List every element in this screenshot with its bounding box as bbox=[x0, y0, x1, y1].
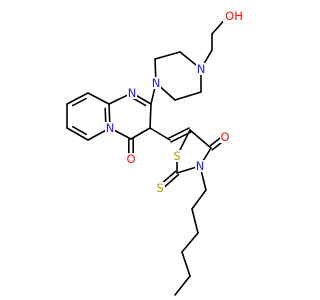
bond-c3-exo bbox=[149, 127, 171, 141]
atom-label-bg-s-ring bbox=[172, 150, 182, 162]
atom-label-bg-s-thione bbox=[155, 182, 165, 194]
bond-c4-c3 bbox=[130, 127, 151, 140]
bond-h1-h2 bbox=[191, 189, 207, 210]
atom-label-o-pyrimidinone: O bbox=[126, 152, 135, 166]
molecule-canvas: OH N N N N O S O N S bbox=[66, 9, 243, 296]
atom-label-layer: OH N N N N O S O N S bbox=[105, 9, 243, 195]
bond-h4-h5 bbox=[181, 251, 191, 277]
bond-a8-a9 bbox=[66, 92, 89, 105]
bond-c4t-c5 bbox=[189, 129, 212, 149]
bond-layer bbox=[66, 15, 229, 296]
atom-label-bg-n-thiazolidinone bbox=[195, 160, 205, 172]
atom-label-s-ring: S bbox=[173, 149, 180, 163]
atom-label-o-thiazolidinone: O bbox=[220, 130, 229, 144]
atom-label-n-piperazine-4: N bbox=[197, 62, 206, 76]
atom-label-bg-n-pyrimidine bbox=[127, 87, 137, 99]
atom-label-bg-n-piperazine-4 bbox=[196, 63, 206, 75]
molecule-structure: OH N N N N O S O N S bbox=[66, 9, 243, 296]
bond-h2-h3 bbox=[191, 208, 199, 234]
atom-label-bg-o-thiazolidinone bbox=[220, 131, 230, 143]
bond-a6-a7-inner bbox=[71, 125, 88, 136]
bond-pz1-pz2 bbox=[174, 91, 202, 101]
bond-h3-h4 bbox=[181, 232, 199, 253]
bond-c8a-nb-inner bbox=[104, 107, 107, 125]
atom-label-n-piperazine-1: N bbox=[152, 76, 161, 90]
bond-c2-npy-inner bbox=[132, 97, 147, 107]
atom-label-s-thione: S bbox=[156, 181, 163, 195]
atom-label-n-thiazolidinone: N bbox=[196, 159, 205, 173]
atom-label-bg-n-piperazine-1 bbox=[151, 77, 161, 89]
atom-label-o-hydroxyl: OH bbox=[225, 9, 243, 23]
bond-pz3-pz4 bbox=[154, 51, 181, 60]
bond-h5-h6 bbox=[174, 275, 191, 296]
atom-label-n-bridgehead: N bbox=[106, 121, 115, 135]
atom-label-bg-o-hydroxyl bbox=[223, 10, 241, 22]
bond-a9-c8a bbox=[87, 92, 110, 105]
atom-label-n-pyrimidine: N bbox=[128, 86, 137, 100]
bond-a6-a7 bbox=[66, 127, 89, 141]
bond-exo-c5-b bbox=[168, 127, 190, 139]
atom-label-bg-o-pyrimidinone bbox=[126, 153, 136, 165]
atom-label-bg-n-bridgehead bbox=[105, 122, 115, 134]
bond-c3-c2 bbox=[149, 103, 152, 129]
bond-a8-a9-inner bbox=[71, 97, 87, 107]
